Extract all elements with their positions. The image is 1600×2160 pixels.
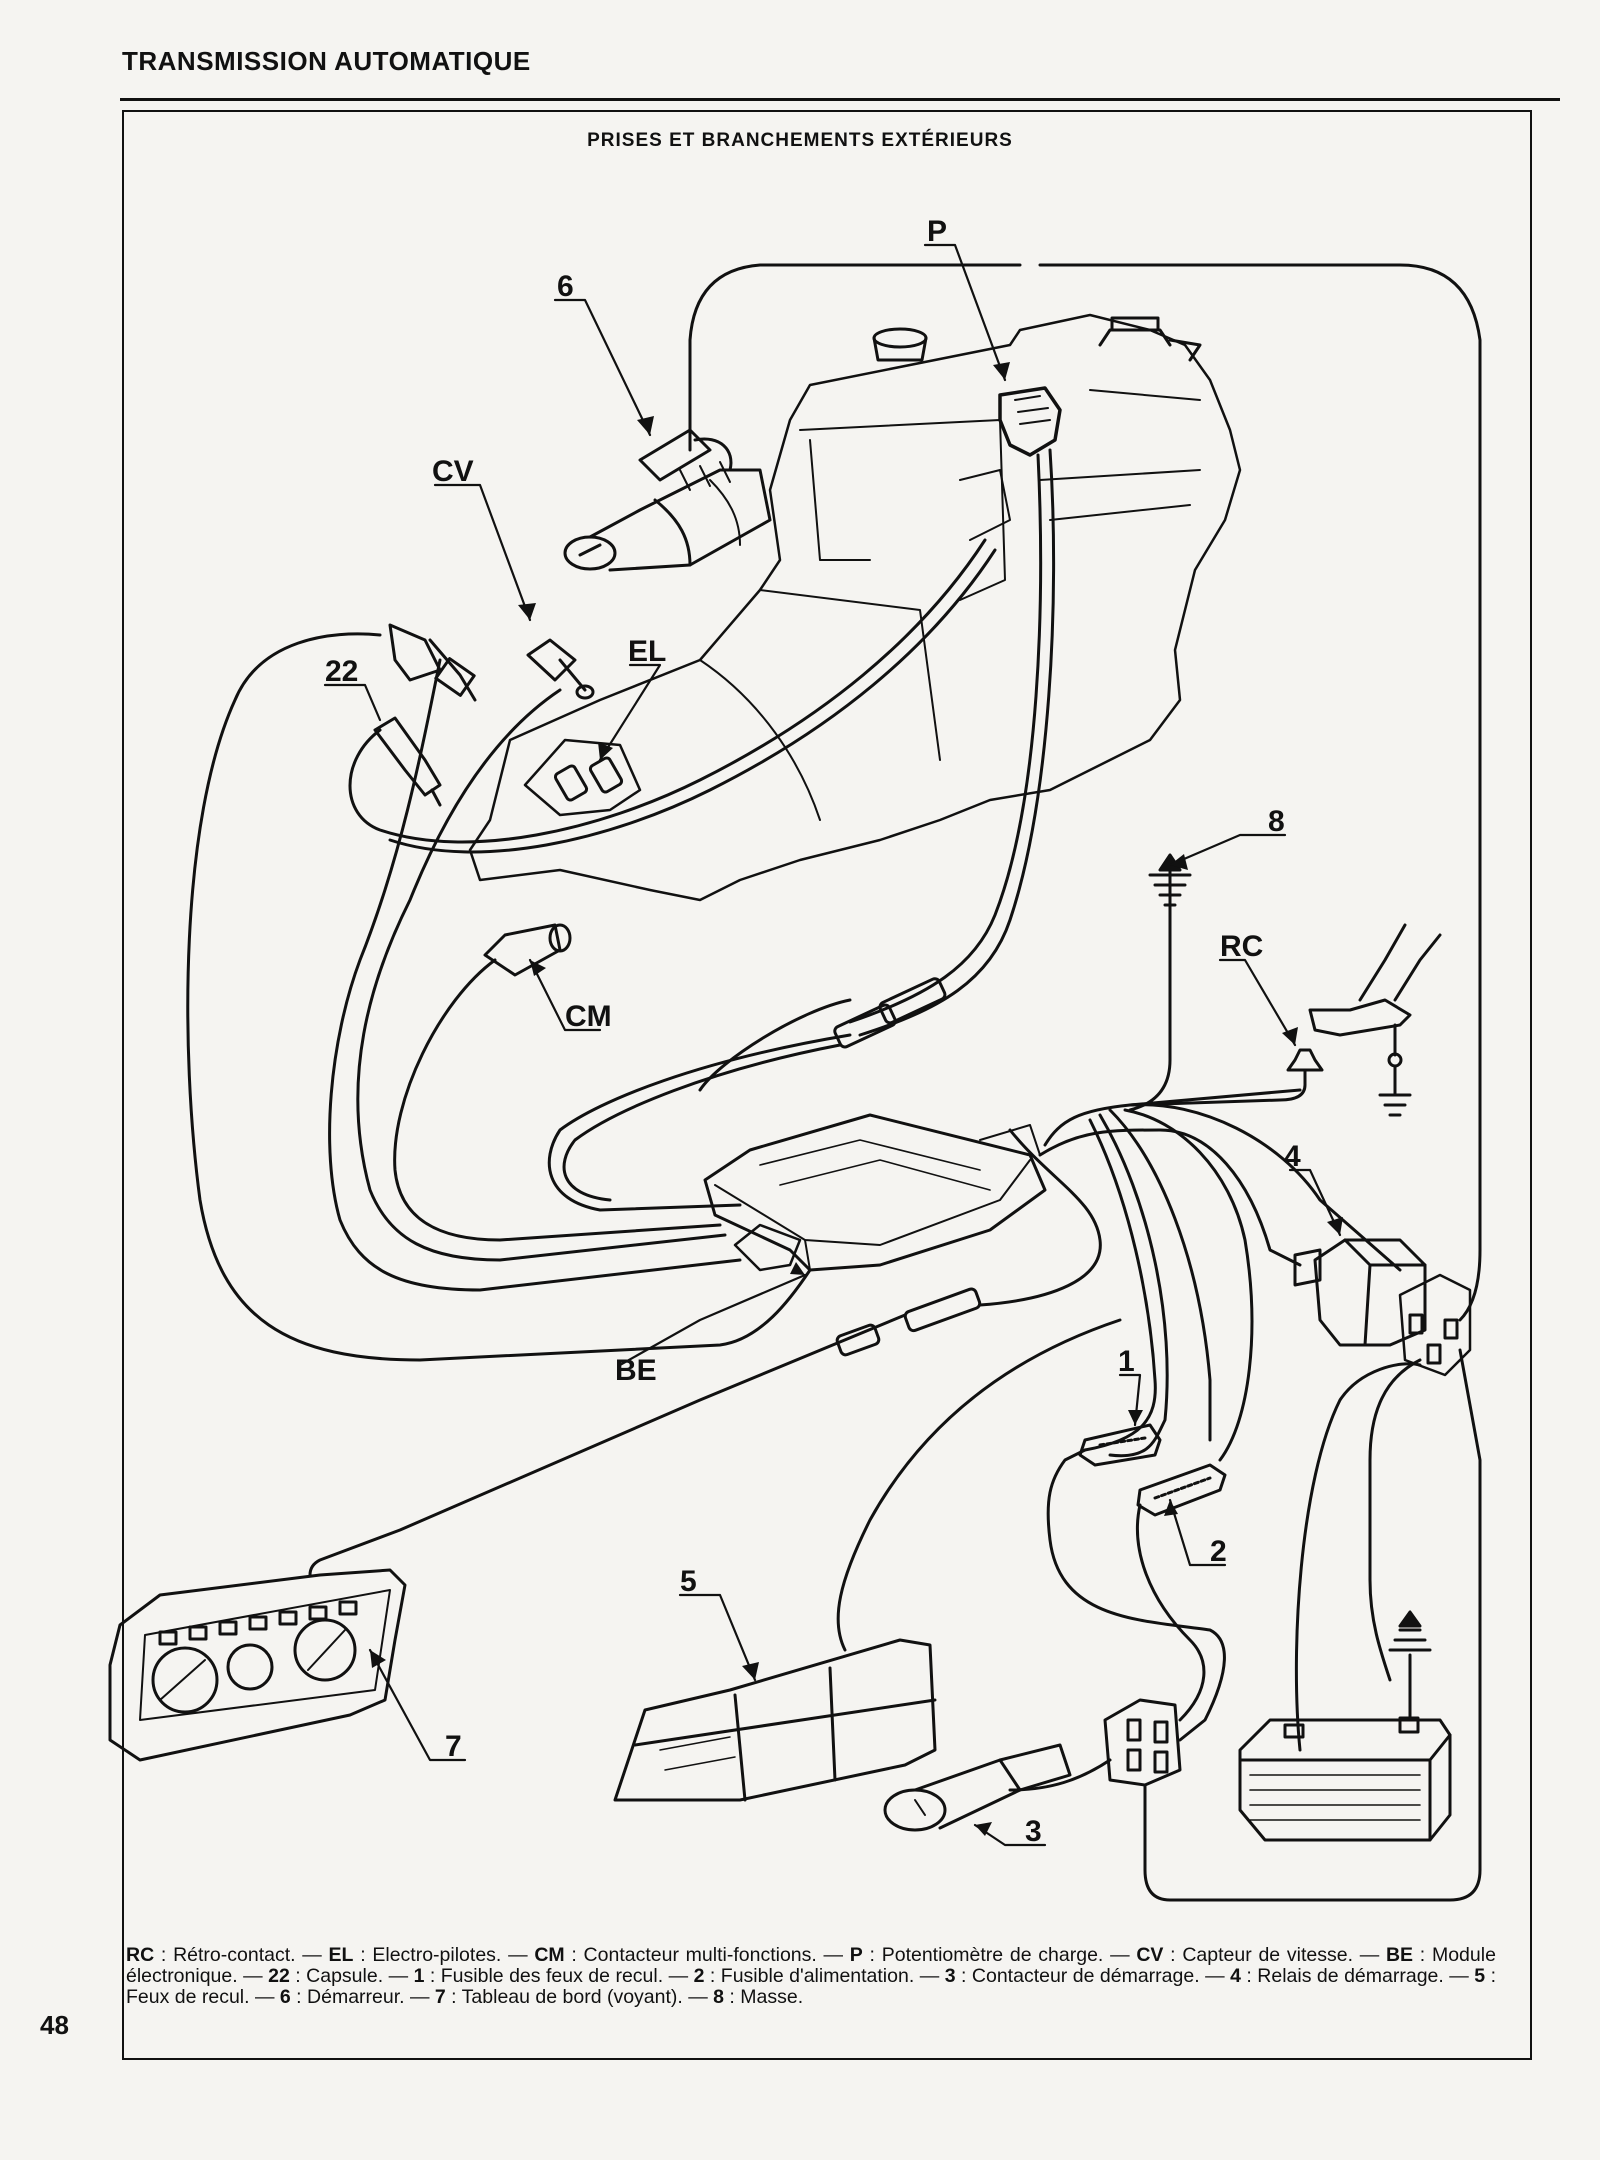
starter-motor bbox=[563, 428, 772, 572]
dashboard bbox=[108, 1568, 407, 1762]
callout-leaders bbox=[323, 243, 1342, 1847]
diagram-frame bbox=[122, 110, 1532, 2060]
legend-item: 2 : Fusible d'alimentation. — bbox=[693, 1965, 945, 1987]
page-header: TRANSMISSION AUTOMATIQUE bbox=[122, 46, 531, 76]
inline-connector-b bbox=[878, 977, 947, 1025]
electro-pilots bbox=[523, 738, 642, 817]
fuse-backup-lights bbox=[1078, 1423, 1162, 1467]
multi-function-switch bbox=[483, 923, 572, 977]
inline-connector-d bbox=[903, 1287, 982, 1333]
legend-item: 3 : Contacteur de démarrage. — bbox=[944, 1965, 1231, 1987]
callout-5: 5 bbox=[680, 1565, 697, 1598]
callout-7: 7 bbox=[445, 1730, 462, 1763]
legend-item: CV : Capteur de vitesse. — bbox=[1136, 1944, 1386, 1966]
ignition-connector bbox=[1103, 1698, 1182, 1787]
legend-item: RC : Rétro-contact. — bbox=[126, 1944, 329, 1966]
legend-item: 22 : Capsule. — bbox=[268, 1965, 414, 1987]
callout-8: 8 bbox=[1268, 805, 1285, 838]
ground-symbol-8 bbox=[1128, 853, 1192, 1112]
legend-item: 1 : Fusible des feux de recul. — bbox=[413, 1965, 694, 1987]
legend-caption: RC : Rétro-contact. — EL : Electro-pilot… bbox=[126, 1945, 1496, 2008]
legend-item: 7 : Tableau de bord (voyant). — bbox=[434, 1986, 714, 2008]
diagram-title: PRISES ET BRANCHEMENTS EXTÉRIEURS bbox=[587, 130, 1013, 151]
callout-cm: CM bbox=[565, 1000, 612, 1033]
sensor-connector bbox=[388, 623, 477, 702]
callout-p: P bbox=[927, 215, 947, 248]
inline-connector-a bbox=[833, 1003, 897, 1049]
ground-symbol-battery bbox=[1388, 1610, 1432, 1722]
ignition-switch bbox=[883, 1743, 1072, 1832]
header-rule bbox=[120, 98, 1560, 101]
load-potentiometer bbox=[998, 386, 1062, 457]
wiring-harness bbox=[186, 263, 1482, 1902]
callout-arrowheads bbox=[370, 362, 1343, 1836]
callout-be: BE bbox=[615, 1354, 657, 1387]
starter-relay bbox=[1293, 1238, 1472, 1377]
legend-item: P : Potentiomètre de charge. — bbox=[849, 1944, 1137, 1966]
callout-cv: CV bbox=[432, 455, 474, 488]
capsule bbox=[373, 716, 442, 807]
legend-item: 8 : Masse. bbox=[713, 1986, 804, 2008]
callout-6: 6 bbox=[557, 270, 574, 303]
page-number: 48 bbox=[40, 2010, 69, 2040]
speed-sensor bbox=[526, 638, 595, 700]
backup-lights bbox=[613, 1638, 937, 1802]
legend-item: CM : Contacteur multi-fonctions. — bbox=[534, 1944, 850, 1966]
legend-item: BE : Module électronique. — bbox=[126, 1944, 1496, 1987]
callout-el: EL bbox=[628, 635, 666, 668]
legend-item: 4 : Relais de démarrage. — bbox=[1230, 1965, 1475, 1987]
legend-item: 5 : Feux de recul. — bbox=[126, 1965, 1496, 2008]
callout-3: 3 bbox=[1025, 1815, 1042, 1848]
electronic-module bbox=[703, 1113, 1047, 1272]
legend-item: EL : Electro-pilotes. — bbox=[328, 1944, 535, 1966]
legend-item: 6 : Démarreur. — bbox=[279, 1986, 435, 2008]
pedal bbox=[1308, 923, 1442, 1117]
callout-1: 1 bbox=[1118, 1345, 1135, 1378]
engine-block bbox=[468, 313, 1242, 902]
reverse-switch bbox=[1128, 1048, 1324, 1107]
callout-rc: RC bbox=[1220, 930, 1263, 963]
callout-4: 4 bbox=[1284, 1140, 1301, 1173]
battery bbox=[1238, 1716, 1452, 1842]
callout-22: 22 bbox=[325, 655, 358, 688]
inline-connector-c bbox=[835, 1323, 881, 1357]
fuse-supply bbox=[1136, 1463, 1227, 1517]
callout-2: 2 bbox=[1210, 1535, 1227, 1568]
